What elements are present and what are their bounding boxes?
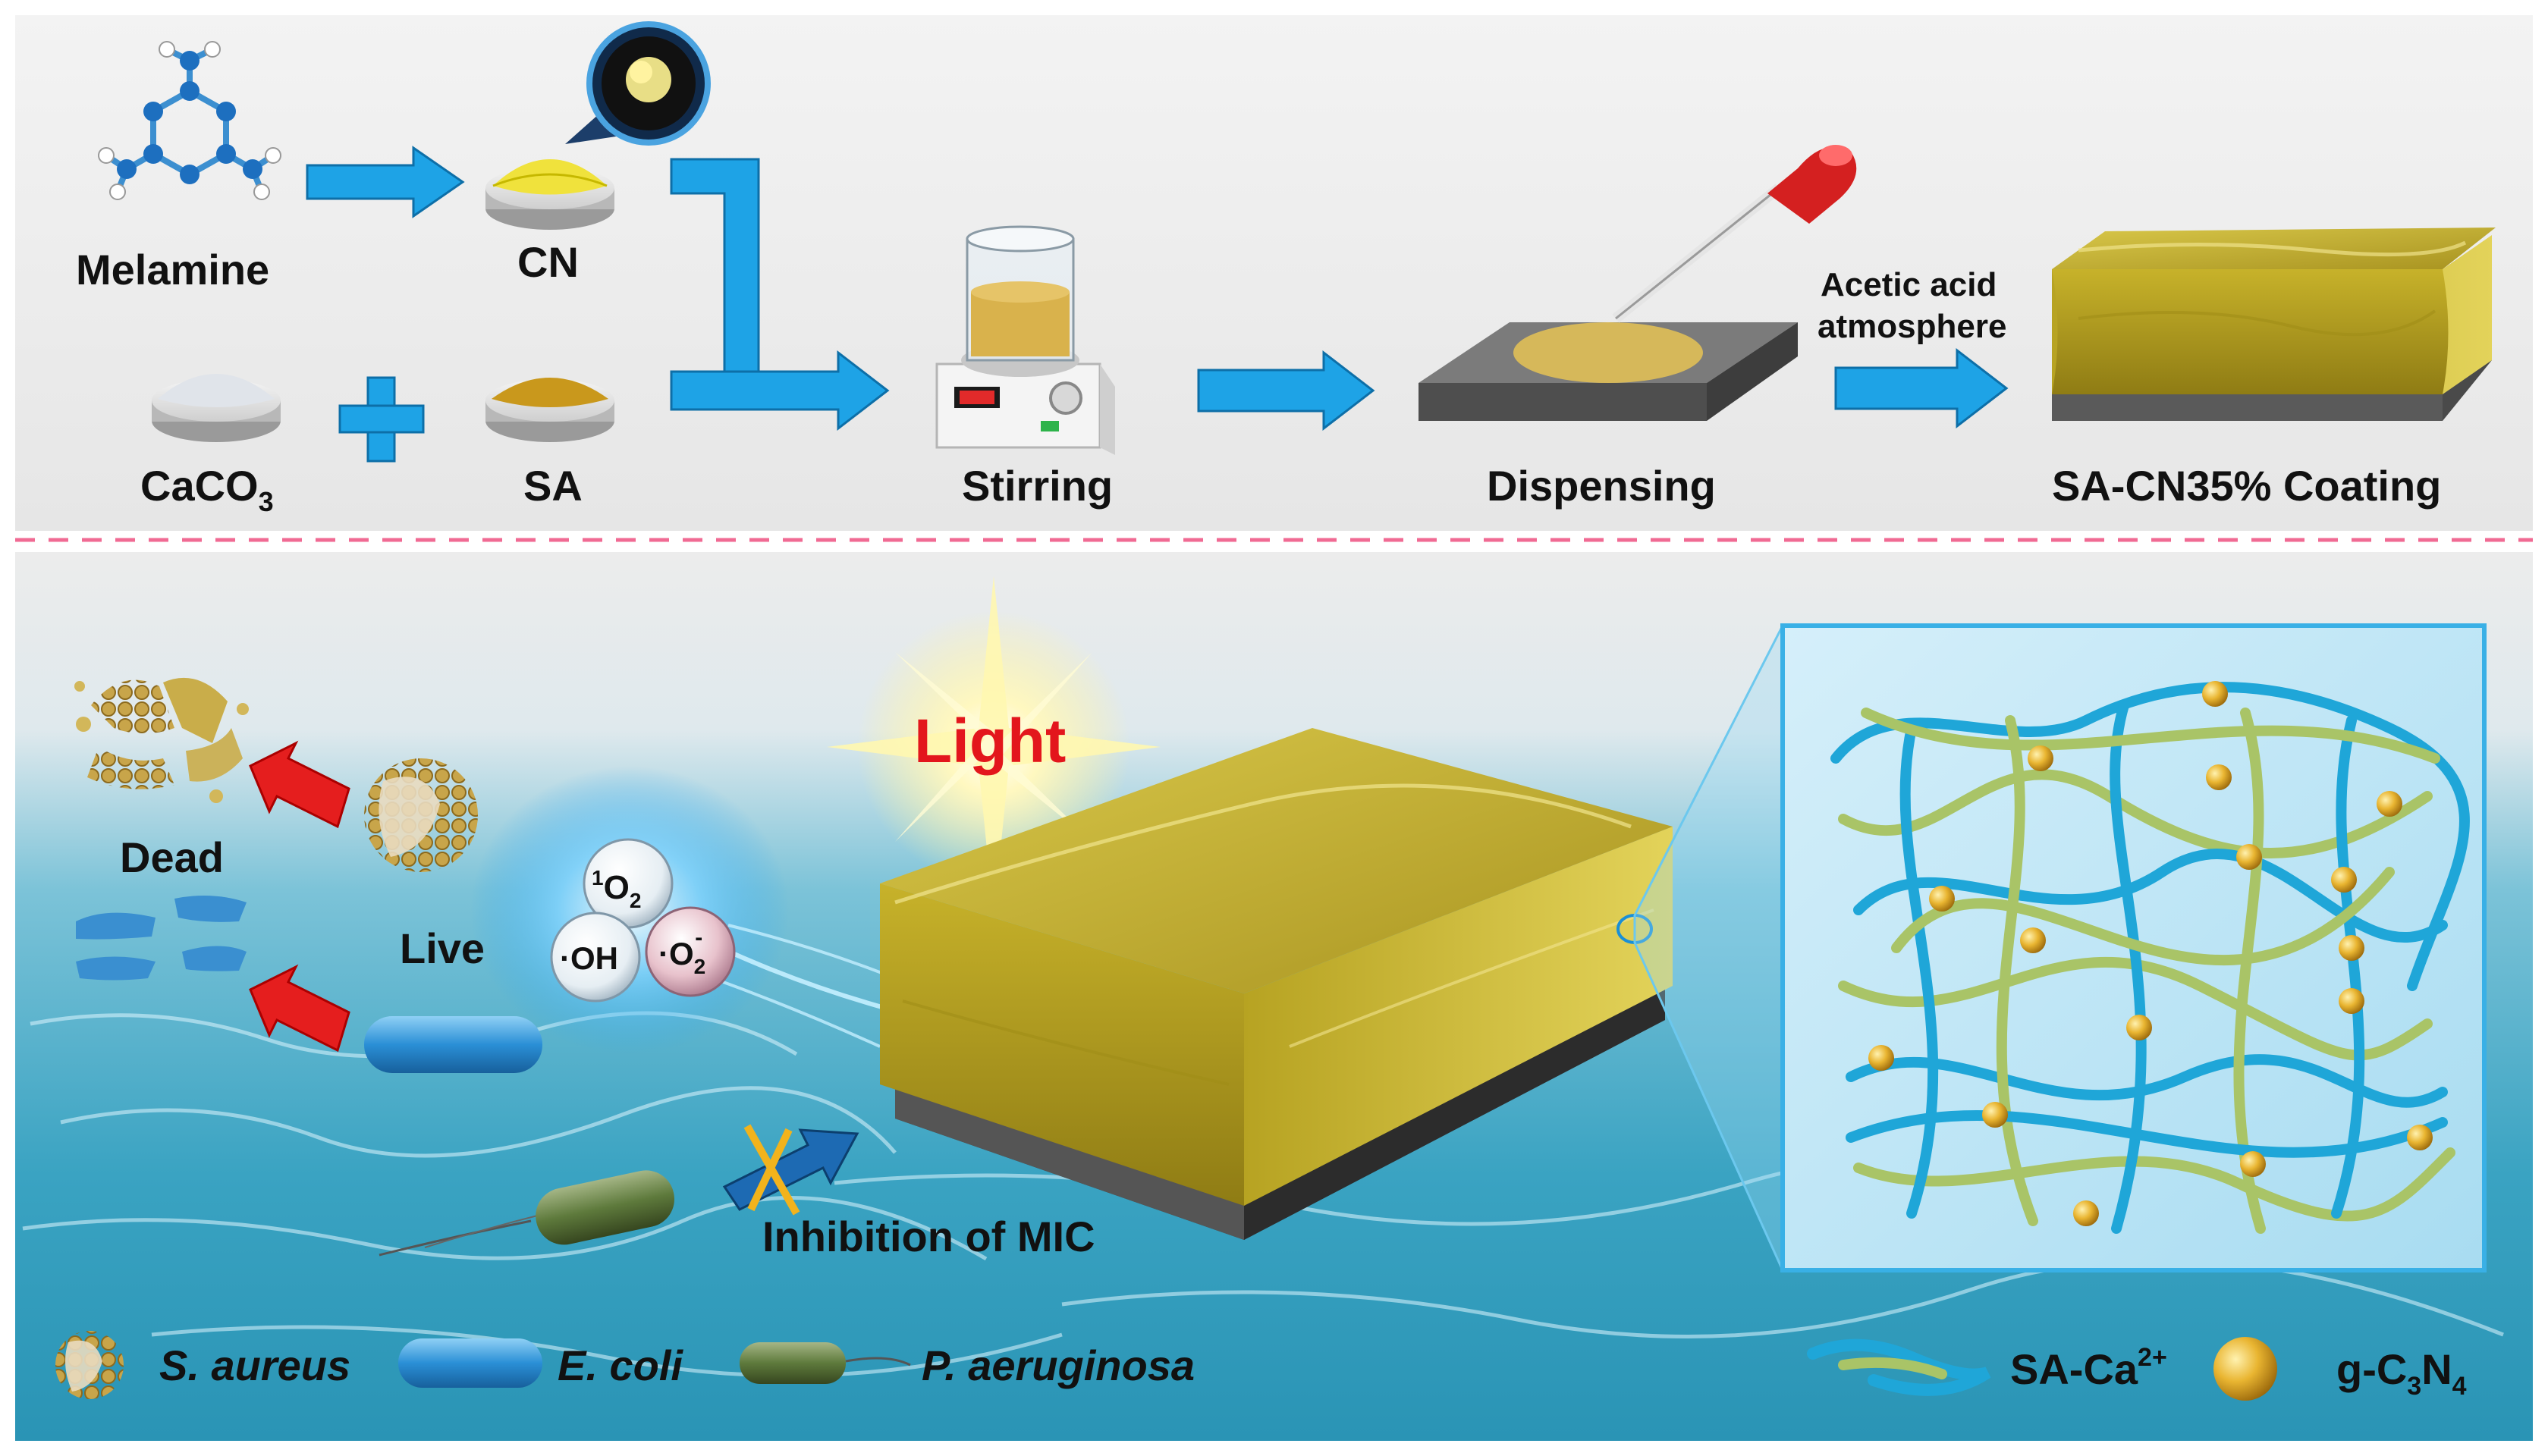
dispensing-label: Dispensing xyxy=(1487,462,1716,510)
hydroxyl-radical-label: ·OH xyxy=(560,940,618,976)
hydroxyl-radical-bubble xyxy=(550,912,641,1003)
dead-label: Dead xyxy=(120,833,224,881)
legend-e-coli-label: E. coli xyxy=(558,1341,683,1389)
coating-label: SA-CN35% Coating xyxy=(2052,462,2441,510)
magnetic-stirrer-icon xyxy=(935,225,1115,455)
polymer-network-zoom-box xyxy=(1780,623,2487,1272)
sa-powder-dish-icon xyxy=(485,378,614,442)
dead-e-coli-icon xyxy=(76,896,247,981)
arrow-cn-sa-to-stirring xyxy=(670,158,890,431)
legend-p-aeruginosa-label: P. aeruginosa xyxy=(922,1341,1195,1389)
live-s-aureus-icon xyxy=(364,758,478,872)
arrow-stirring-to-dispensing xyxy=(1197,350,1375,431)
acetic-acid-label-line1: Acetic acid xyxy=(1821,266,1997,303)
legend-e-coli-icon xyxy=(398,1338,542,1388)
legend-sa-ca-chain-icon xyxy=(1807,1338,1991,1396)
p-aeruginosa-icon xyxy=(379,1170,674,1257)
caco3-powder-dish-icon xyxy=(152,374,281,442)
stirring-label: Stirring xyxy=(962,462,1113,510)
dead-arrow-bottom xyxy=(249,964,350,1053)
singlet-oxygen-label: 1O2 xyxy=(592,866,641,912)
melamine-label: Melamine xyxy=(76,246,269,293)
blocked-arrow-icon xyxy=(722,1124,859,1216)
superoxide-label: ·O2- xyxy=(658,925,705,978)
superoxide-bubble xyxy=(645,906,736,997)
legend-s-aureus-label: S. aureus xyxy=(159,1341,350,1389)
coated-substrate-block-icon xyxy=(880,728,1673,1240)
legend-gc3n4-icon xyxy=(2213,1337,2277,1401)
arrow-melamine-to-cn xyxy=(306,146,465,218)
melamine-molecule-icon xyxy=(98,41,281,200)
caco3-label: CaCO3 xyxy=(140,462,274,517)
light-burst-icon xyxy=(827,576,1161,918)
dispensing-plate-icon xyxy=(1419,322,1798,421)
plus-icon xyxy=(338,376,425,463)
pipette-icon xyxy=(1612,145,1857,323)
sa-cn-coating-block-icon xyxy=(2052,228,2496,421)
arrow-dispensing-to-coating xyxy=(1834,347,2009,429)
dead-s-aureus-icon xyxy=(74,677,249,803)
cn-label: CN xyxy=(517,238,579,286)
acetic-acid-label-line2: atmosphere xyxy=(1818,308,2006,345)
cn-powder-dish-icon xyxy=(485,21,711,230)
inhibition-label: Inhibition of MIC xyxy=(762,1213,1095,1260)
legend-s-aureus-icon xyxy=(55,1331,124,1399)
legend: S. aureus E. coli P. aeruginosa SA-Ca2+ … xyxy=(55,1331,2467,1401)
sa-label: SA xyxy=(523,462,583,510)
light-label: Light xyxy=(914,707,1066,776)
legend-gc3n4-label: g-C3N4 xyxy=(2336,1345,2467,1401)
live-e-coli-icon xyxy=(364,1016,542,1073)
live-label: Live xyxy=(400,924,485,972)
dead-arrow-top xyxy=(249,740,350,829)
legend-p-aeruginosa-icon xyxy=(740,1342,911,1384)
legend-sa-ca-label: SA-Ca2+ xyxy=(2010,1343,2167,1393)
